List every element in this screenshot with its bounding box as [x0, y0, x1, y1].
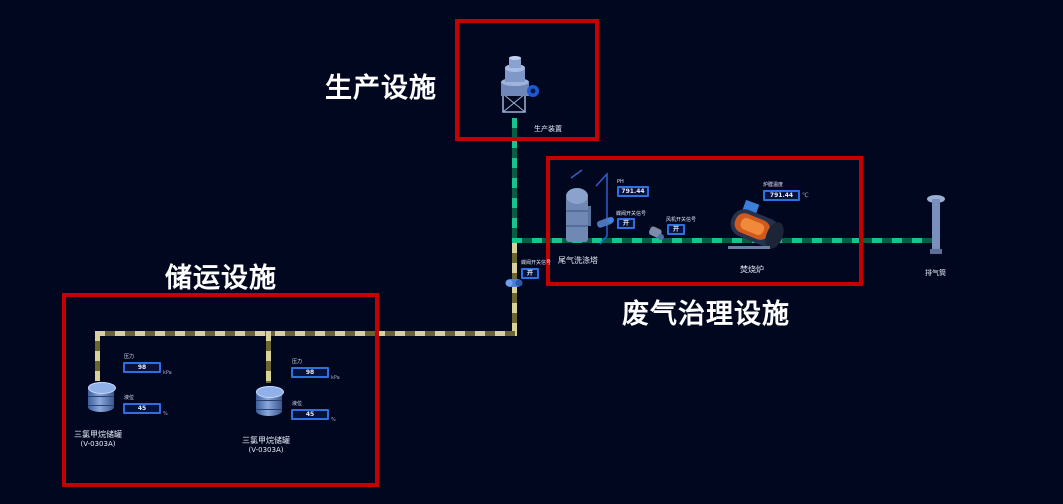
storage-tank-1[interactable]	[88, 382, 116, 412]
temp-unit: ℃	[802, 192, 809, 199]
exhaust-frame	[546, 156, 863, 286]
stack-name: 排气筒	[925, 269, 946, 277]
production-frame	[455, 19, 599, 141]
tank1-pressure-unit: kPa	[163, 370, 172, 376]
ph-label: PH	[617, 179, 624, 185]
exhaust-title: 废气治理设施	[622, 299, 790, 330]
ph-value: 791.44	[617, 186, 649, 197]
liquid-pipe-tank2	[266, 331, 271, 383]
tank1-level-unit: %	[163, 411, 168, 417]
gas-pipe-horizontal	[512, 238, 940, 243]
liquid-pipe-vertical	[512, 243, 517, 336]
tank1-name: 三氯甲烷储罐 (V-0303A)	[68, 429, 128, 448]
tank2-pressure-value: 98	[291, 367, 329, 378]
fan-icon[interactable]	[647, 224, 665, 242]
tank2-pressure-label: 压力	[292, 359, 303, 365]
tank2-level-unit: %	[331, 417, 336, 423]
incinerator-icon[interactable]	[724, 200, 788, 256]
tank2-code: (V-0303A)	[248, 446, 284, 454]
valve2-value: 开	[667, 224, 685, 235]
butterfly-valve-icon[interactable]	[595, 216, 615, 230]
valve-main-label: 蝶阀开关信号	[521, 260, 552, 266]
incinerator-name: 焚烧炉	[740, 265, 764, 274]
storage-title: 储运设施	[165, 263, 277, 294]
tank1-level-value: 45	[123, 403, 161, 414]
tank1-pressure-label: 压力	[124, 354, 135, 360]
valve1-label: 蝶阀开关信号	[616, 211, 647, 217]
tank2-name-text: 三氯甲烷储罐	[242, 436, 290, 445]
storage-frame	[62, 293, 379, 487]
gas-pipe-vertical	[512, 118, 517, 243]
valve1-value: 开	[617, 218, 635, 229]
valve-icon[interactable]	[505, 275, 523, 291]
production-device-label: 生产装置	[534, 125, 562, 133]
tank2-level-value: 45	[291, 409, 329, 420]
tank1-level-label: 液位	[124, 395, 135, 401]
tank2-level-label: 液位	[292, 401, 303, 407]
valve2-label: 风机开关信号	[666, 217, 697, 223]
storage-tank-2[interactable]	[256, 386, 284, 416]
tank2-name: 三氯甲烷储罐 (V-0303A)	[236, 435, 296, 454]
liquid-pipe-tank1	[95, 331, 100, 381]
tank1-name-text: 三氯甲烷储罐	[74, 430, 122, 439]
temp-value: 791.44	[763, 190, 800, 201]
valve-main-value: 开	[521, 268, 539, 279]
production-device-icon[interactable]	[497, 56, 543, 114]
temp-label: 炉膛温度	[763, 182, 784, 188]
scrubber-tower-icon[interactable]	[562, 166, 617, 252]
exhaust-stack-icon[interactable]	[926, 194, 946, 256]
tank1-pressure-value: 98	[123, 362, 161, 373]
production-title: 生产设施	[325, 73, 437, 104]
tank2-pressure-unit: kPa	[331, 375, 340, 381]
liquid-pipe-horizontal	[95, 331, 517, 336]
tank1-code: (V-0303A)	[80, 440, 116, 448]
scrubber-name: 尾气洗涤塔	[558, 256, 598, 265]
